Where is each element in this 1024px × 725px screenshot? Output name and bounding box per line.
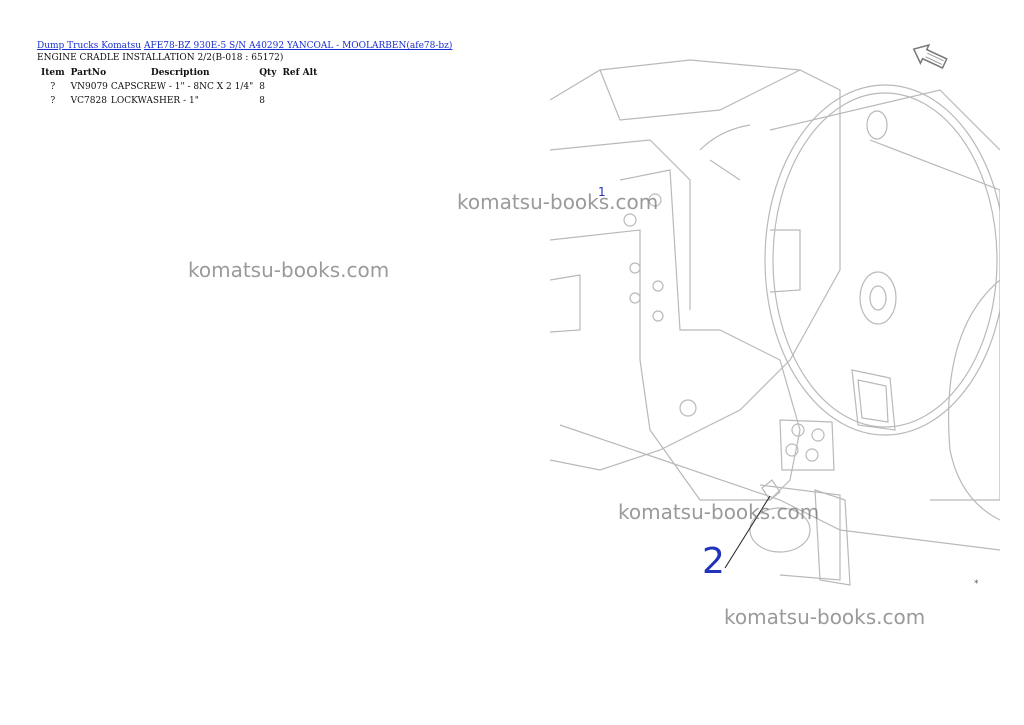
cell-refalt bbox=[279, 94, 320, 108]
engine-rail-lower bbox=[549, 229, 641, 360]
flywheel-housing bbox=[764, 84, 1000, 436]
page-title: ENGINE CRADLE INSTALLATION 2/2(B-018 : 6… bbox=[37, 53, 284, 63]
engine-rail-upper bbox=[549, 139, 691, 310]
header-partno: PartNo bbox=[70, 68, 107, 78]
breadcrumb-link-model[interactable]: AFE78-BZ 930E-5 S/N A40292 YANCOAL - MOO… bbox=[143, 41, 453, 51]
header-item: Item bbox=[41, 68, 65, 78]
right-ring bbox=[947, 279, 1000, 521]
header-description: Description bbox=[150, 68, 210, 78]
cell-qty: 8 bbox=[259, 82, 265, 92]
mount-pad bbox=[851, 369, 896, 431]
housing-boss bbox=[859, 271, 897, 325]
cell-item: ? bbox=[50, 82, 56, 92]
callout-2: 2 bbox=[702, 541, 725, 582]
watermark: komatsu-books.com bbox=[188, 258, 390, 282]
cell-refalt bbox=[279, 80, 320, 94]
table-row: ? VN9079 CAPSCREW - 1" - 8NC X 2 1/4" 8 bbox=[38, 80, 320, 94]
view-arrow-icon bbox=[912, 43, 948, 69]
bolt-head bbox=[791, 423, 805, 437]
cradle-bracket bbox=[619, 169, 801, 501]
breadcrumb-link-dump-trucks[interactable]: Dump Trucks Komatsu bbox=[37, 41, 142, 51]
cell-qty: 8 bbox=[259, 96, 265, 106]
corner-mark: * bbox=[974, 579, 979, 589]
cross-member bbox=[559, 424, 1000, 551]
cell-description: CAPSCREW - 1" - 8NC X 2 1/4" bbox=[110, 82, 254, 92]
lower-block bbox=[814, 489, 851, 586]
housing-body bbox=[869, 139, 1000, 501]
header-refalt: Ref Alt bbox=[282, 68, 318, 78]
parts-diagram: 1 2 * bbox=[549, 43, 1000, 589]
engine-block-top bbox=[599, 69, 801, 121]
cell-item: ? bbox=[50, 96, 56, 106]
housing-top bbox=[769, 89, 1000, 151]
cell-partno: VN9079 bbox=[70, 82, 108, 92]
bracket-hole bbox=[679, 399, 697, 417]
cell-partno: VC7828 bbox=[70, 96, 107, 106]
breadcrumb: Dump Trucks Komatsu AFE78-BZ 930E-5 S/N … bbox=[37, 40, 452, 52]
parts-table: Item PartNo Description Qty Ref Alt ? VN… bbox=[38, 66, 320, 108]
table-header-row: Item PartNo Description Qty Ref Alt bbox=[38, 66, 320, 80]
table-row: ? VC7828 LOCKWASHER - 1" 8 bbox=[38, 94, 320, 108]
leader-line bbox=[724, 495, 771, 569]
callout-1: 1 bbox=[598, 185, 606, 199]
watermark: komatsu-books.com bbox=[724, 605, 926, 629]
cell-description: LOCKWASHER - 1" bbox=[110, 96, 199, 106]
bolt-head bbox=[785, 443, 799, 457]
header-qty: Qty bbox=[259, 68, 277, 78]
bolt-head bbox=[805, 448, 819, 462]
bolt-head bbox=[811, 428, 825, 442]
capscrew bbox=[761, 479, 781, 501]
engine-block-outline bbox=[549, 59, 841, 471]
